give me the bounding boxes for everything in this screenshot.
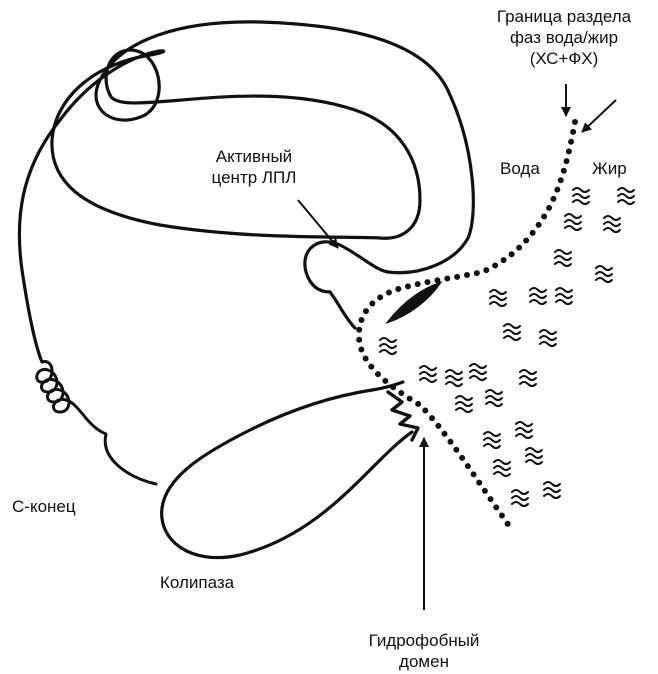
lipid-mark — [555, 250, 571, 266]
interface-label: Граница раздела фаз вода/жир (ХС+ФХ) — [470, 6, 658, 69]
lipid-mark — [516, 422, 532, 438]
fat-label: Жир — [592, 158, 627, 179]
lipid-mark — [596, 266, 612, 282]
lipid-mark — [544, 482, 560, 498]
hydrophobic-domain-zigzag — [388, 392, 418, 440]
c-terminal-helix — [37, 362, 156, 484]
lipid-mark — [494, 460, 510, 476]
active-center-line1: Активный — [196, 146, 312, 167]
lipid-mark — [504, 324, 520, 340]
lipid-mark — [446, 370, 462, 386]
water-label: Вода — [500, 158, 540, 179]
interface-arrow-2 — [582, 100, 616, 132]
hydrophobic-line1: Гидрофобный — [346, 630, 502, 651]
lipid-mark — [565, 214, 581, 230]
active-center-arrow — [298, 200, 338, 248]
lipase-lid — [330, 292, 355, 328]
hydrophobic-line2: домен — [346, 651, 502, 672]
interface-label-line2: фаз вода/жир — [470, 27, 658, 48]
lipid-mark — [420, 366, 436, 382]
lipid-mark — [618, 188, 634, 204]
colipase-label: Колипаза — [160, 572, 234, 593]
colipase-backbone — [162, 382, 412, 558]
lipid-mark — [530, 288, 546, 304]
lipid-mark — [526, 448, 542, 464]
c-terminus-label: С-конец — [12, 496, 76, 517]
hydrophobic-domain-label: Гидрофобный домен — [346, 630, 502, 672]
active-center-line2: центр ЛПЛ — [196, 167, 312, 188]
lipid-mark — [512, 490, 528, 506]
lipid-mark — [470, 364, 486, 380]
interface-label-line3: (ХС+ФХ) — [470, 48, 658, 69]
lipid-mark — [484, 432, 500, 448]
lipid-mark — [490, 290, 506, 306]
water-fat-interface — [359, 122, 575, 530]
lipid-mark — [556, 288, 572, 304]
interface-label-line1: Граница раздела — [470, 6, 658, 27]
lipid-molecules — [380, 188, 634, 506]
lipid-mark — [540, 330, 556, 346]
lipid-mark — [456, 396, 472, 412]
lipid-mark — [520, 370, 536, 386]
lipid-mark — [604, 216, 620, 232]
lipid-mark — [380, 338, 396, 354]
active-center-label: Активный центр ЛПЛ — [196, 146, 312, 188]
lipid-mark — [486, 390, 502, 406]
lipid-mark — [573, 188, 589, 204]
